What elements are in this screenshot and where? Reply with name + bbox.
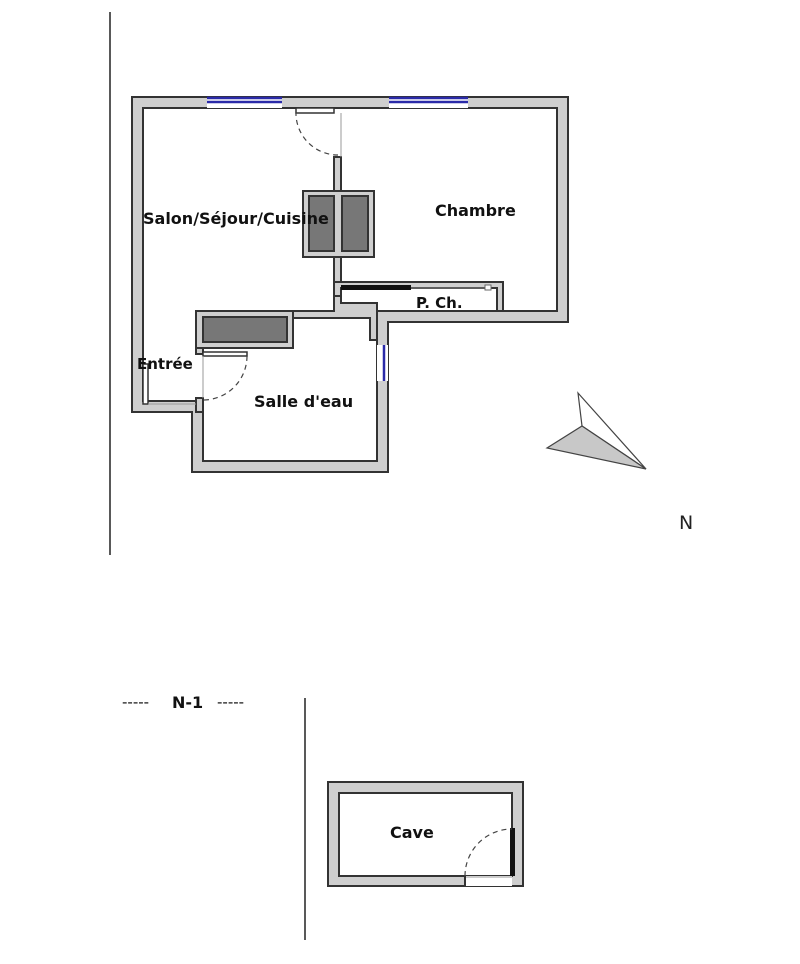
- window-bathroom: [377, 345, 388, 381]
- door-bathroom: [202, 351, 248, 401]
- north-arrow-icon: [545, 391, 647, 470]
- north-label: N: [679, 512, 693, 534]
- bath-fixture: [195, 310, 294, 349]
- level-dash-left: -----: [122, 693, 149, 711]
- label-entree: Entrée: [137, 355, 193, 373]
- door-cellar: [464, 828, 515, 877]
- level-name: N-1: [172, 693, 203, 712]
- label-placard: P. Ch.: [416, 294, 463, 312]
- label-salon: Salon/Séjour/Cuisine: [143, 209, 329, 228]
- label-cave: Cave: [390, 823, 434, 842]
- label-chambre: Chambre: [435, 201, 516, 220]
- level-header: ----- N-1 -----: [122, 693, 244, 712]
- window-top-right: [389, 96, 468, 108]
- partition-bathroom-left: [195, 347, 204, 355]
- cellar: Cave: [327, 781, 524, 887]
- door-entrance: [142, 363, 196, 405]
- window-top-left: [207, 96, 282, 108]
- label-salle-eau: Salle d'eau: [254, 392, 353, 411]
- door-chambre: [295, 107, 342, 157]
- duct-block: [302, 190, 375, 258]
- cellar-floor: [338, 792, 513, 877]
- partition-bathroom-left-low: [195, 397, 204, 413]
- partition-salon-chambre: [333, 156, 342, 193]
- level-dash-right: -----: [217, 693, 244, 711]
- apartment: Salon/Séjour/Cuisine Chambre P. Ch. Entr…: [131, 96, 569, 473]
